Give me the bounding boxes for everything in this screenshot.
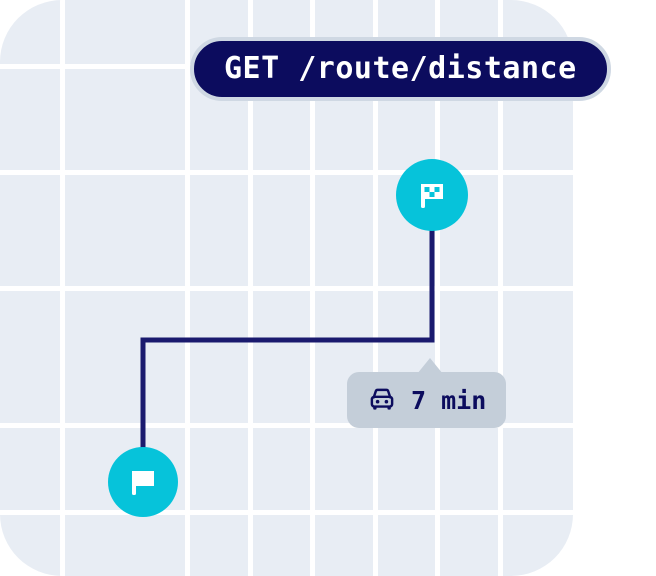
travel-time-tooltip[interactable]: 7 min xyxy=(347,372,507,428)
car-icon xyxy=(370,388,394,410)
api-endpoint-label: GET /route/distance xyxy=(224,51,577,86)
grid-line-horizontal xyxy=(0,170,573,175)
grid-line-horizontal xyxy=(0,423,573,428)
grid-line-horizontal xyxy=(0,286,573,291)
checkered-flag-icon xyxy=(421,184,443,208)
route-path xyxy=(140,192,435,485)
destination-marker[interactable] xyxy=(396,159,468,231)
api-endpoint-badge[interactable]: GET /route/distance xyxy=(190,37,611,101)
flag-icon xyxy=(132,471,154,495)
start-marker[interactable] xyxy=(108,447,178,517)
travel-time-label: 7 min xyxy=(411,385,487,415)
grid-line-horizontal xyxy=(0,510,573,515)
